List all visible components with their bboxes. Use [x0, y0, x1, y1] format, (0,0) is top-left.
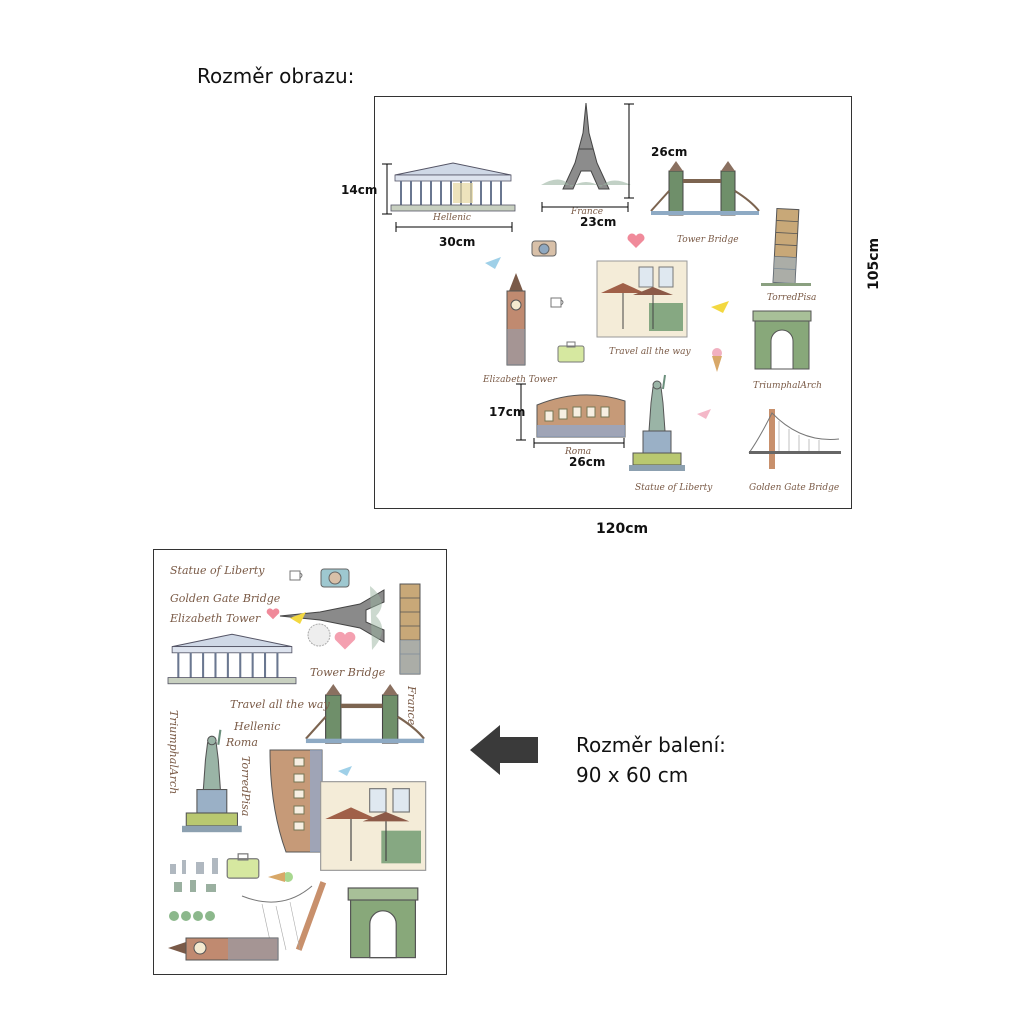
colosseum-height-line [516, 383, 526, 441]
hellenic-height-label: 14cm [341, 183, 378, 197]
package-eiffel-tower-illustration [279, 586, 385, 650]
caption-torre-pisa: TorredPisa [767, 293, 817, 303]
caption-triumphal: TriumphalArch [753, 381, 822, 391]
colosseum-illustration [536, 394, 626, 438]
package-ice-cream-icon [268, 872, 293, 882]
package-heart-icon [266, 608, 280, 620]
big-ben-illustration [506, 273, 526, 366]
package-parthenon-illustration [167, 633, 297, 685]
package-sheet-frame: Statue of Liberty Golden Gate Bridge Eli… [153, 549, 447, 975]
caption-tower-bridge: Tower Bridge [677, 235, 739, 245]
paper-plane-yellow-icon [711, 301, 729, 313]
triumphal-arch-illustration [752, 310, 812, 370]
package-pisa-tower-illustration [399, 583, 421, 675]
package-caption-rome: Roma [226, 736, 258, 749]
package-camera-icon [320, 568, 350, 588]
eiffel-height-label: 26cm [651, 145, 688, 159]
package-size-value: 90 x 60 cm [576, 763, 689, 787]
package-big-ben-illustration [168, 937, 279, 961]
eiffel-tower-illustration [541, 102, 631, 190]
package-caption-hellenic: Hellenic [234, 720, 281, 733]
hellenic-width-line [395, 222, 513, 232]
eiffel-height-line [624, 103, 634, 199]
coffee-cup-icon [550, 297, 564, 308]
package-suitcase-icon [226, 853, 260, 879]
package-plane-pink-icon [338, 766, 352, 776]
paper-plane-pink-icon [697, 409, 711, 419]
caption-golden-gate: Golden Gate Bridge [749, 483, 840, 493]
caption-elizabeth: Elizabeth Tower [483, 375, 557, 385]
picture-size-heading: Rozměr obrazu: [197, 64, 355, 88]
package-triumphal-arch-illustration [347, 887, 419, 959]
package-stamp-icon [307, 623, 331, 647]
caption-hellenic: Hellenic [433, 213, 471, 223]
eiffel-width-line [541, 202, 629, 212]
caption-rome: Roma [565, 447, 592, 457]
ice-cream-icon [712, 348, 722, 372]
package-plane-icon [290, 612, 306, 624]
package-statue-of-liberty-illustration [182, 729, 242, 833]
package-coffee-icon [289, 570, 303, 581]
golden-gate-illustration [748, 409, 841, 469]
left-arrow-icon [470, 725, 538, 775]
colosseum-width-label: 26cm [569, 455, 606, 469]
cafe-scene-illustration [596, 260, 688, 338]
caption-france: France [571, 207, 604, 217]
tower-bridge-illustration [650, 161, 760, 216]
caption-travel: Travel all the way [609, 347, 691, 357]
package-colosseum-illustration [269, 749, 323, 853]
package-tower-bridge-illustration [305, 684, 425, 744]
package-mini-icons [169, 858, 218, 921]
parthenon-illustration [390, 162, 516, 212]
caption-liberty: Statue of Liberty [635, 483, 713, 493]
pisa-tower-illustration [761, 207, 811, 286]
package-caption-elizabeth: Elizabeth Tower [170, 612, 261, 625]
paper-plane-icon [485, 257, 501, 269]
camera-icon [531, 240, 557, 257]
suitcase-icon [557, 341, 585, 363]
hellenic-height-line [382, 163, 392, 215]
package-caption-liberty: Statue of Liberty [170, 564, 265, 577]
package-caption-tower-bridge: Tower Bridge [310, 666, 386, 679]
package-size-heading: Rozměr balení: [576, 733, 726, 757]
colosseum-width-line [533, 438, 625, 448]
package-caption-triumphal: TriumphalArch [167, 710, 180, 795]
total-height-label: 105cm [866, 237, 882, 290]
package-cafe-scene-illustration [320, 781, 427, 871]
heart-icon [627, 233, 645, 248]
statue-of-liberty-illustration [629, 374, 685, 471]
package-caption-golden-gate: Golden Gate Bridge [170, 592, 281, 605]
eiffel-width-label: 23cm [580, 215, 617, 229]
package-heart-big-icon [334, 631, 356, 650]
decal-layout-frame: Hellenic 14cm 30cm France 26cm 23cm Towe… [341, 96, 852, 509]
colosseum-height-label: 17cm [489, 405, 526, 419]
hellenic-width-label: 30cm [439, 235, 476, 249]
total-width-label: 120cm [596, 521, 649, 537]
package-caption-travel: Travel all the way [230, 698, 330, 711]
package-size-label: Rozměr balení: 90 x 60 cm [576, 730, 726, 790]
